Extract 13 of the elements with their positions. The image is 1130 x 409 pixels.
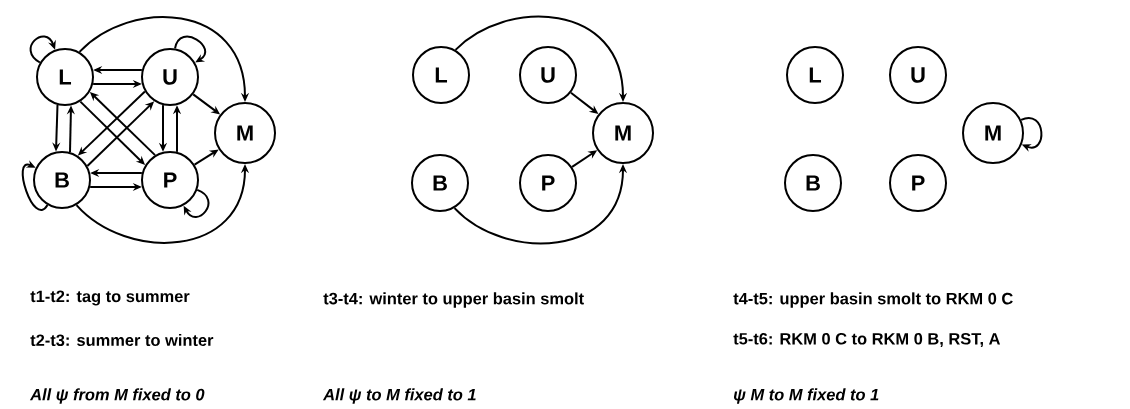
time-step-label: t2-t3: summer to winter: [30, 333, 214, 347]
time-step-label: t5-t6: RKM 0 C to RKM 0 B, RST, A: [733, 333, 1001, 347]
loop-arrow: [183, 188, 210, 218]
loop-arrow: [21, 160, 49, 211]
loop-arrow: [174, 35, 207, 63]
time-step-label: t3-t4: winter to upper basin smolt: [323, 292, 584, 308]
time-step-label: t1-t2: tag to summer: [30, 290, 190, 306]
constraint-note: All ψ to M fixed to 1: [322, 388, 476, 404]
constraint-note: All ψ from M fixed to 0: [29, 388, 205, 404]
constraint-note: ψ M to M fixed to 1: [734, 388, 879, 404]
time-step-label: t4-t5: upper basin smolt to RKM 0 C: [733, 292, 1013, 308]
loop-arrow: [1020, 117, 1043, 152]
loop-arrow: [29, 35, 56, 64]
